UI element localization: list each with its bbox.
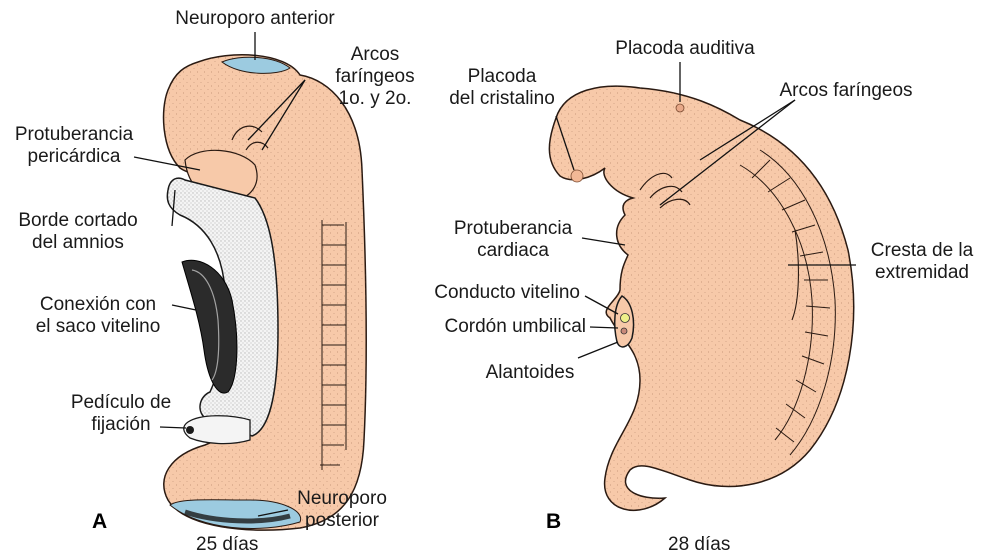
label-borde-line1: Borde cortado — [0, 210, 156, 232]
label-borde-line2: del amnios — [0, 232, 156, 254]
label-conducto-vitelino: Conducto vitelino — [400, 282, 580, 304]
age-label-a: 25 días — [196, 534, 258, 556]
label-cresta-extremidad: Cresta de la extremidad — [862, 240, 982, 284]
label-protuberancia-cardiaca: Protuberancia cardiaca — [438, 218, 588, 262]
label-placoda-cristalino-line2: del cristalino — [432, 88, 572, 110]
label-protub-line2: pericárdica — [0, 146, 148, 168]
label-pediculo-fijacion: Pedículo de fijación — [56, 392, 186, 436]
age-label-b: 28 días — [668, 534, 730, 556]
label-protuberancia-pericardica: Protuberancia pericárdica — [0, 124, 148, 168]
label-neuroporo-anterior: Neuroporo anterior — [150, 8, 360, 30]
label-arcos-line3: 1o. y 2o. — [320, 88, 430, 110]
label-conexion-line1: Conexión con — [20, 294, 176, 316]
label-arcos-faringeos-a: Arcos faríngeos 1o. y 2o. — [320, 44, 430, 110]
label-arcos-faringeos-b: Arcos faríngeos — [756, 80, 936, 102]
vitelline-duct — [621, 314, 630, 323]
umbilical-vessel — [621, 328, 627, 334]
label-arcos-line1: Arcos — [320, 44, 430, 66]
label-alantoides: Alantoides — [470, 362, 590, 384]
otic-placode — [676, 104, 684, 112]
label-cordon-umbilical: Cordón umbilical — [400, 316, 586, 338]
label-neuroporo-posterior: Neuroporo posterior — [284, 488, 400, 532]
label-conexion-saco-vitelino: Conexión con el saco vitelino — [20, 294, 176, 338]
embryo-28-days — [549, 62, 856, 510]
label-protub-cardiaca-line1: Protuberancia — [438, 218, 588, 240]
label-neuroporo-post-line2: posterior — [284, 510, 400, 532]
label-arcos-line2: faríngeos — [320, 66, 430, 88]
panel-letter-a: A — [92, 510, 107, 534]
label-placoda-cristalino: Placoda del cristalino — [432, 66, 572, 110]
label-placoda-cristalino-line1: Placoda — [432, 66, 572, 88]
label-cresta-line1: Cresta de la — [862, 240, 982, 262]
lens-placode — [571, 170, 583, 182]
label-borde-cortado-amnios: Borde cortado del amnios — [0, 210, 156, 254]
label-cresta-line2: extremidad — [862, 262, 982, 284]
label-placoda-auditiva: Placoda auditiva — [600, 38, 770, 60]
label-protub-line1: Protuberancia — [0, 124, 148, 146]
label-pediculo-line1: Pedículo de — [56, 392, 186, 414]
label-neuroporo-post-line1: Neuroporo — [284, 488, 400, 510]
label-pediculo-line2: fijación — [56, 414, 186, 436]
panel-letter-b: B — [546, 510, 561, 534]
label-protub-cardiaca-line2: cardiaca — [438, 240, 588, 262]
label-conexion-line2: el saco vitelino — [20, 316, 176, 338]
